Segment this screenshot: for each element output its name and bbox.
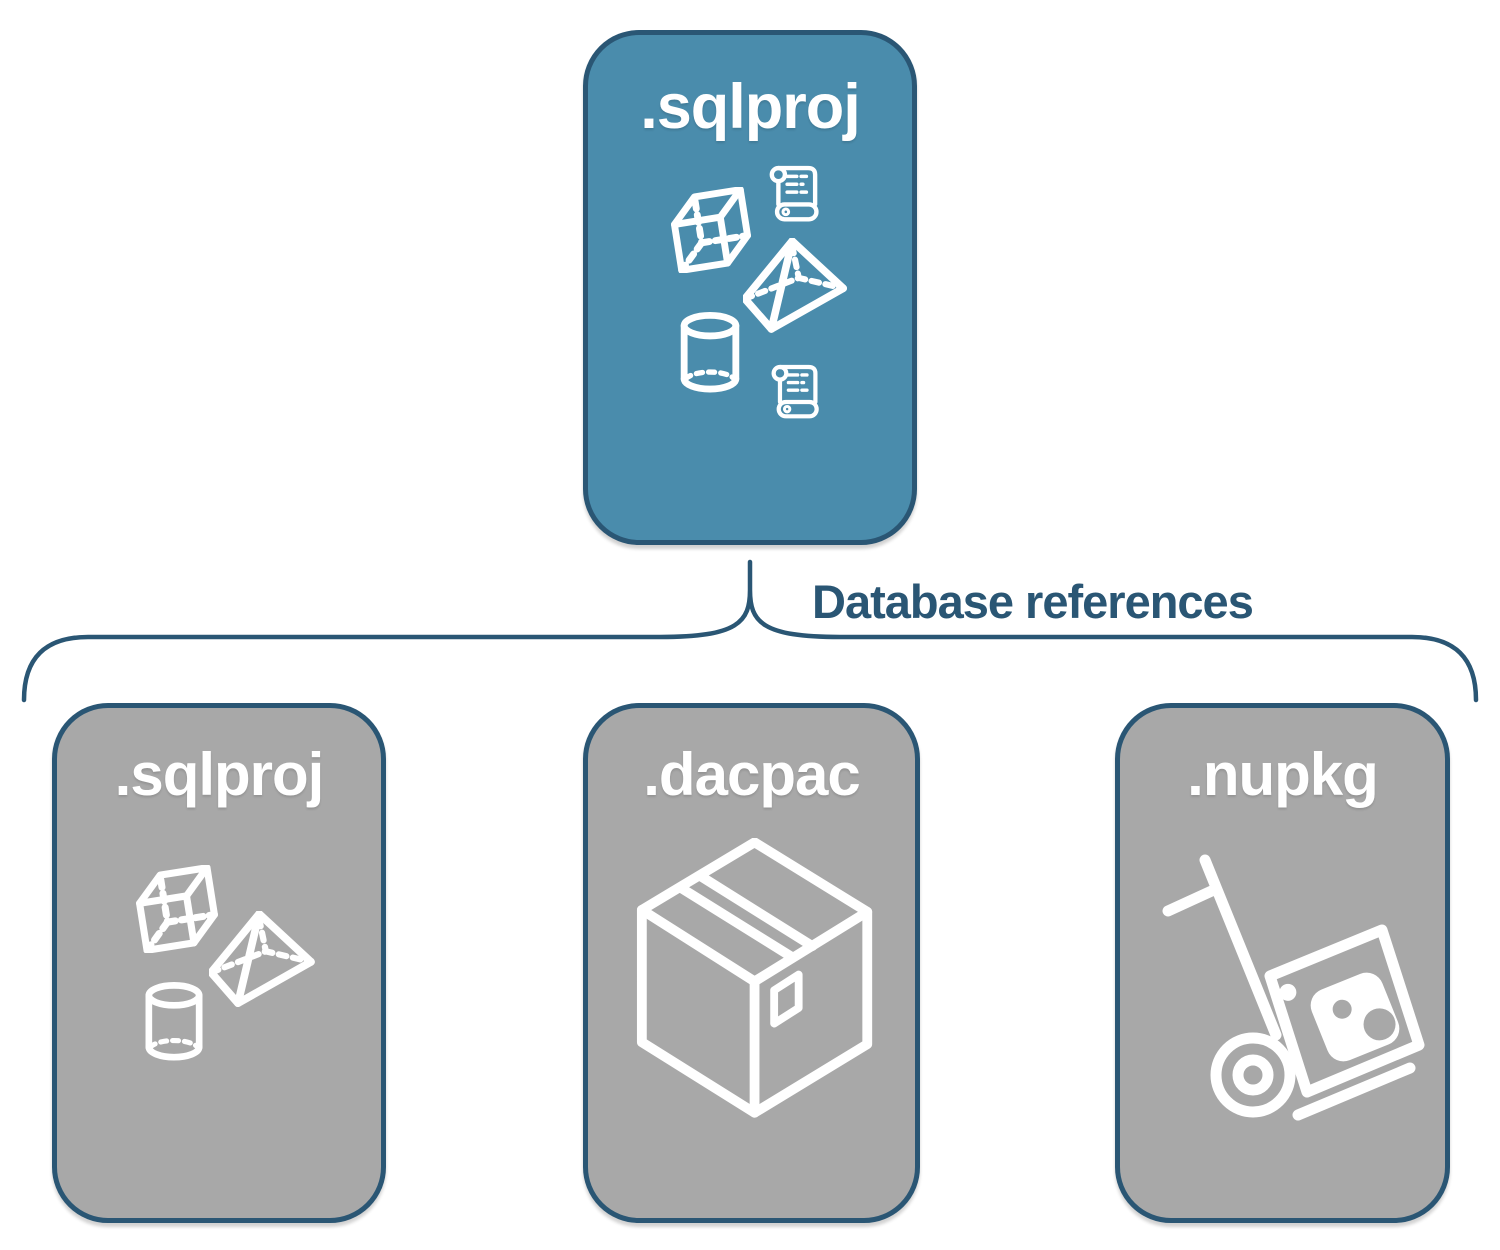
cube-icon — [136, 868, 219, 951]
node-sqlproj-child: .sqlproj — [52, 703, 386, 1223]
node-dacpac: .dacpac — [583, 703, 920, 1223]
sql-script-icon — [774, 367, 817, 416]
sql-project-contents-icon — [588, 35, 912, 540]
connector-label: Database references — [812, 575, 1254, 628]
pyramid-icon — [211, 914, 311, 1003]
cylinder-icon — [149, 985, 199, 1057]
child-node-label: .sqlproj — [114, 741, 325, 808]
root-node-label: .sqlproj — [640, 72, 861, 142]
pyramid-icon — [745, 241, 843, 329]
sql-script-icon — [772, 168, 817, 219]
brace-connector — [21, 559, 1479, 703]
hand-truck-icon — [1168, 860, 1419, 1115]
package-box-icon — [588, 708, 915, 1218]
sql-objects-icon — [57, 708, 381, 1218]
cube-icon — [671, 190, 752, 271]
cylinder-icon — [684, 315, 736, 389]
child-node-label: .dacpac — [643, 741, 860, 808]
nuget-hand-truck-icon — [1120, 708, 1445, 1218]
node-nupkg: .nupkg — [1115, 703, 1450, 1223]
package-box-icon — [642, 842, 867, 1112]
node-sqlproj-root: .sqlproj — [583, 30, 917, 545]
child-node-label: .nupkg — [1187, 741, 1379, 808]
